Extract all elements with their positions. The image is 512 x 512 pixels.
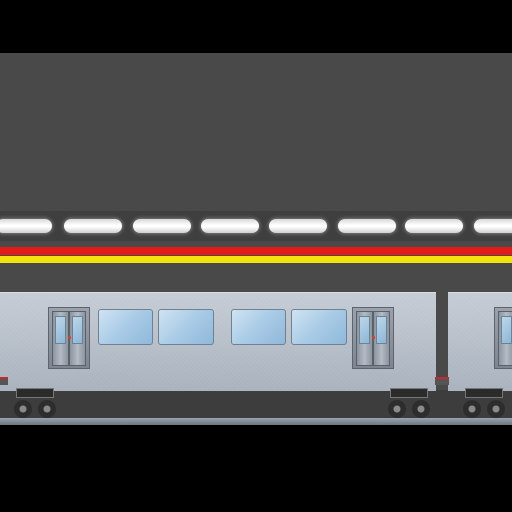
wheel [463,400,481,418]
rail [0,418,512,425]
door-window [359,316,370,344]
wheel [14,400,32,418]
tunnel-light [474,219,512,233]
door-leaf [356,311,373,366]
tunnel-light [405,219,463,233]
wall-stripe-red [0,247,512,255]
wheel [388,400,406,418]
wheel [38,400,56,418]
door-window [55,316,66,344]
car-coupler [0,377,8,385]
train-bogie [461,388,507,418]
train-bogie [386,388,432,418]
door-indicator [68,336,71,339]
train-window [291,309,347,345]
train-window [231,309,286,345]
train-bogie [12,388,58,418]
door-leaf [69,311,86,366]
train-door [494,307,512,369]
tunnel-light [269,219,327,233]
door-window [376,316,387,344]
wheel [487,400,505,418]
train-car [448,292,512,391]
wheel [412,400,430,418]
train-car [0,292,436,391]
train-window [98,309,153,345]
door-window [72,316,83,344]
train-door [352,307,394,369]
bogie-frame [16,388,54,398]
tunnel-light [133,219,191,233]
tunnel-light [338,219,396,233]
train-door [48,307,90,369]
track-bed [0,390,512,418]
train-window [158,309,214,345]
tunnel-light [0,219,52,233]
tunnel-light [64,219,122,233]
bogie-frame [390,388,428,398]
door-leaf [52,311,69,366]
door-leaf [498,311,512,366]
door-leaf [373,311,390,366]
door-window [501,316,512,344]
bogie-frame [465,388,503,398]
tunnel-light [201,219,259,233]
car-coupler [435,377,449,385]
door-indicator [372,336,375,339]
wall-stripe-yellow [0,256,512,263]
tunnel-light-strip [0,211,512,241]
